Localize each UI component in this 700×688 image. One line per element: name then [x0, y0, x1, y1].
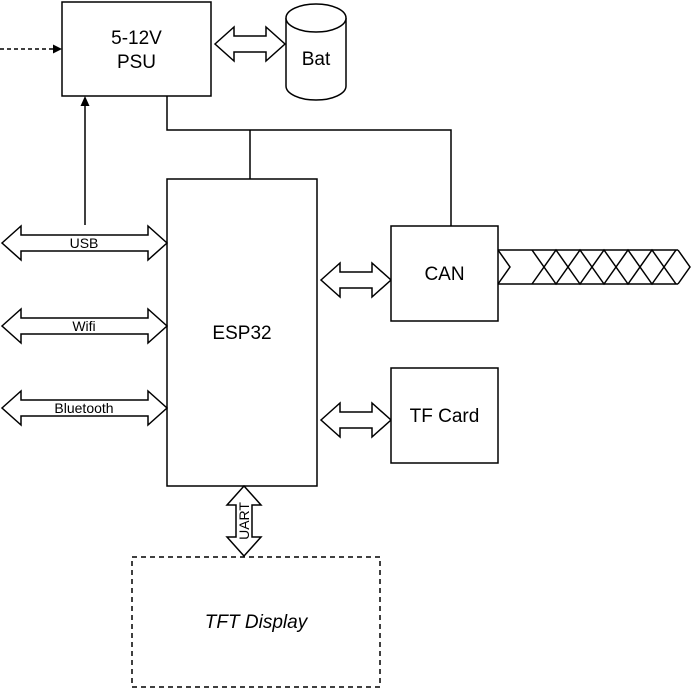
bluetooth-double-arrow: Bluetooth [0, 389, 169, 427]
can-block: CAN [390, 225, 499, 322]
esp32-label: ESP32 [212, 323, 271, 344]
psu-voltage-label: 5-12V [111, 28, 162, 49]
battery-cylinder: Bat [285, 3, 347, 101]
usb-label: USB [70, 235, 99, 251]
can-double-arrow [319, 261, 393, 299]
can-twisted-pair-cable [497, 248, 691, 286]
can-label: CAN [424, 264, 464, 285]
external-power-input-arrow [0, 44, 62, 54]
usb-double-arrow: USB [0, 224, 169, 262]
bluetooth-label: Bluetooth [54, 400, 113, 416]
tft-display-label: TFT Display [205, 612, 309, 633]
wifi-label: Wifi [72, 318, 95, 334]
tf-card-block: TF Card [390, 367, 499, 464]
tf-card-double-arrow [319, 401, 393, 439]
usb-power-arrow [80, 96, 90, 225]
tf-card-label: TF Card [410, 406, 480, 427]
esp32-block: ESP32 [166, 178, 318, 487]
battery-label: Bat [302, 49, 331, 70]
uart-double-arrow: UART [225, 484, 263, 558]
psu-block: 5-12V PSU [61, 1, 212, 97]
psu-battery-double-arrow [213, 25, 287, 63]
power-distribution-lines [166, 96, 452, 226]
psu-label: PSU [117, 52, 156, 73]
wifi-double-arrow: Wifi [0, 307, 169, 345]
tft-display-block: TFT Display [131, 556, 381, 688]
uart-label: UART [236, 502, 252, 540]
